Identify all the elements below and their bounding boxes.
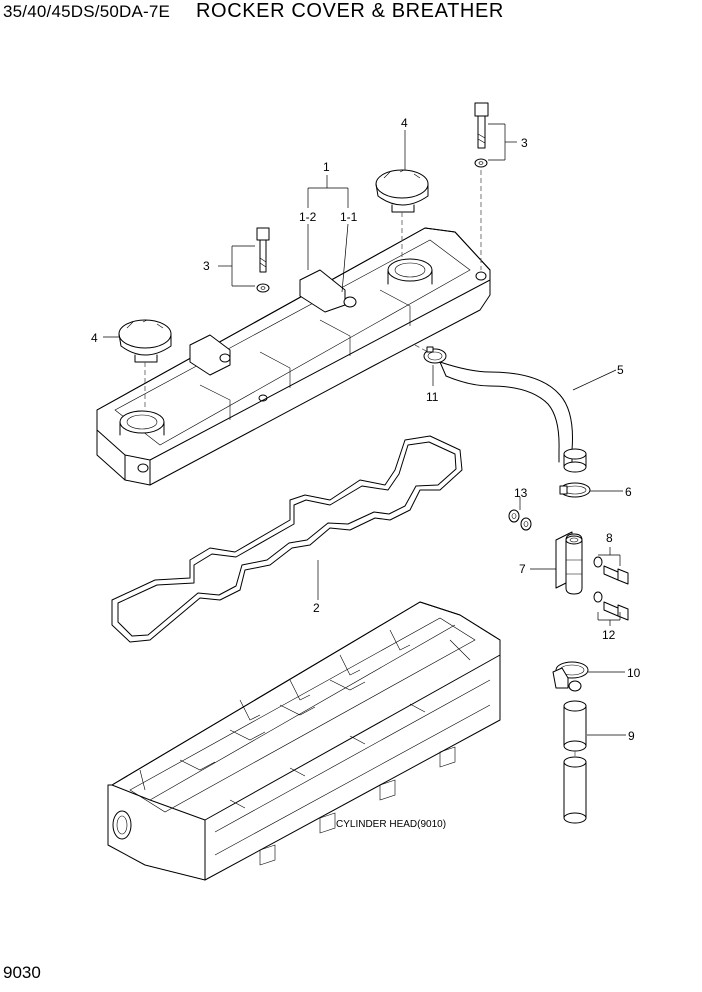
hose-9-part: [563, 700, 587, 824]
hose-clamp-10-part: [552, 661, 589, 692]
hose-clamp-11-part: [414, 344, 447, 364]
callout-1-2: 1-2: [299, 210, 317, 224]
callout-6: 6: [625, 485, 632, 499]
callout-2: 2: [313, 601, 320, 615]
callout-4-lower: 4: [91, 331, 98, 345]
callout-10: 10: [627, 666, 641, 680]
washers-13-part: [508, 509, 532, 531]
leader-5: [572, 369, 617, 391]
leader-1-bracket: [307, 175, 349, 293]
bolt-12-part: [593, 591, 629, 621]
callout-5: 5: [617, 363, 624, 377]
hose-clamp-6-part: [559, 482, 591, 498]
bolt-left-part: [256, 227, 270, 293]
callout-11: 11: [426, 390, 439, 404]
page-number: 9030: [3, 963, 41, 982]
callout-8: 8: [606, 531, 613, 545]
leader-3-right: [488, 123, 517, 161]
callout-1-1: 1-1: [340, 210, 358, 224]
callout-1: 1: [323, 160, 330, 174]
breather-hose-part: [439, 361, 587, 473]
rocker-cover-gasket-part: [111, 435, 463, 643]
bolt-8-part: [593, 556, 629, 585]
callout-4-upper: 4: [401, 116, 408, 130]
leader-12: [597, 612, 621, 626]
breather-bracket-7-part: [555, 531, 583, 595]
oil-filler-cap-lower-part: [118, 319, 172, 410]
rocker-cover-part: [96, 227, 491, 486]
callout-12: 12: [602, 628, 616, 642]
callout-9: 9: [628, 729, 635, 743]
cylinder-head-reference-label: CYLINDER HEAD(9010): [336, 819, 446, 830]
bolt-right-part: [474, 102, 489, 270]
callout-3-right: 3: [521, 136, 528, 150]
page-title: ROCKER COVER & BREATHER: [196, 0, 504, 22]
callout-3-left: 3: [203, 259, 210, 273]
leader-3-left: [218, 245, 255, 287]
leader-8: [598, 547, 621, 566]
callout-13: 13: [514, 486, 528, 500]
oil-filler-cap-upper-part: [375, 169, 429, 258]
cylinder-head-reference-drawing: [107, 601, 501, 881]
model-designation: 35/40/45DS/50DA-7E: [3, 2, 171, 21]
callout-7: 7: [519, 562, 526, 576]
